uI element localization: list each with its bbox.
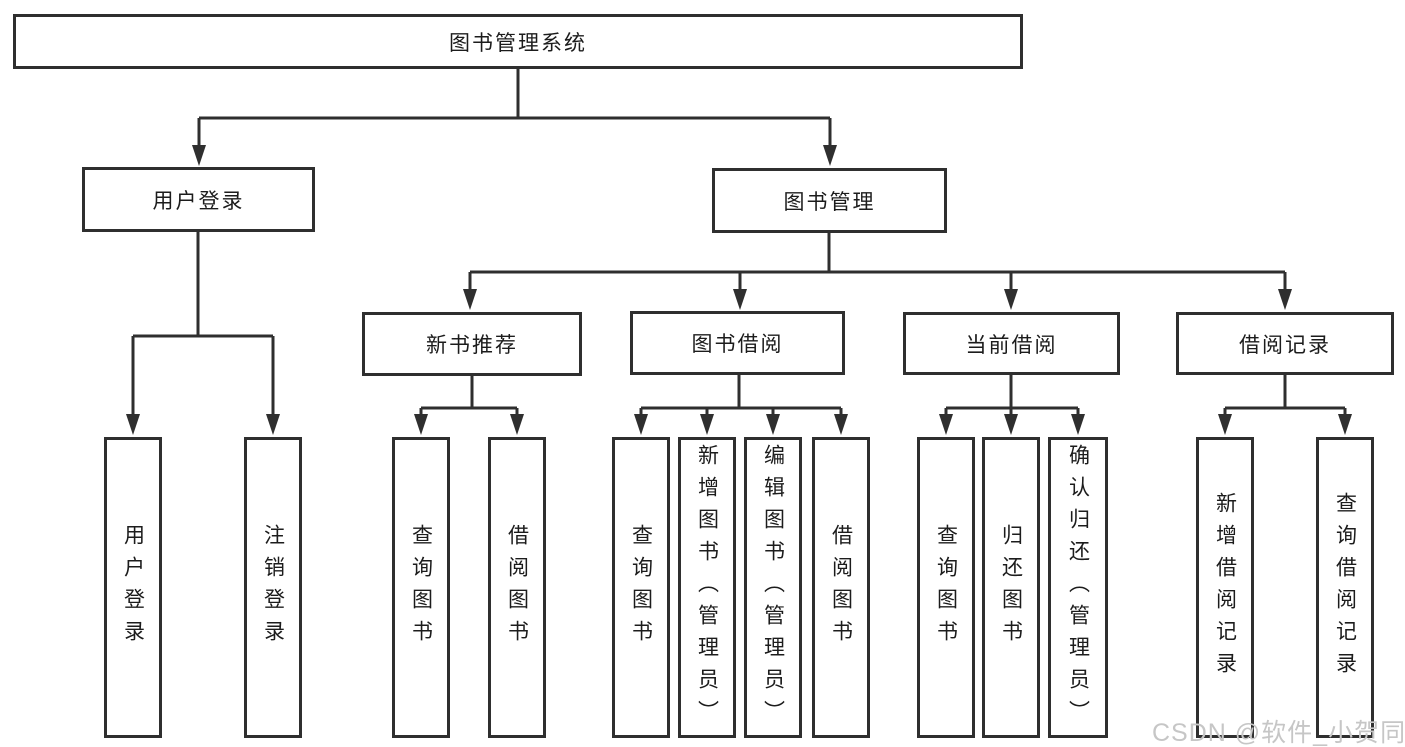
- node-book-management-label: 图书管理: [783, 190, 876, 214]
- leaf-confirm-return-admin-label: 确认归还（管理员）: [1066, 443, 1090, 732]
- leaf-return-books: 归还图书: [982, 437, 1040, 738]
- leaf-add-borrow-record: 新增借阅记录: [1196, 437, 1254, 738]
- node-borrow-records: 借阅记录: [1176, 312, 1394, 375]
- leaf-query-books-2-label: 查询图书: [629, 523, 653, 652]
- node-new-book-recommend: 新书推荐: [362, 312, 582, 376]
- leaf-add-borrow-record-label: 新增借阅记录: [1213, 491, 1237, 684]
- node-current-borrow-label: 当前借阅: [965, 333, 1058, 357]
- leaf-edit-books-admin: 编辑图书（管理员）: [744, 437, 802, 738]
- node-book-management: 图书管理: [712, 168, 947, 233]
- leaf-add-books-admin-label: 新增图书（管理员）: [695, 443, 719, 732]
- leaf-confirm-return-admin: 确认归还（管理员）: [1048, 437, 1108, 738]
- node-book-borrow-label: 图书借阅: [691, 333, 784, 356]
- csdn-watermark: CSDN @软件_小贺同学: [1152, 719, 1405, 747]
- leaf-query-books-2: 查询图书: [612, 437, 670, 738]
- leaf-add-books-admin: 新增图书（管理员）: [678, 437, 736, 738]
- leaf-query-books-3: 查询图书: [917, 437, 975, 738]
- node-borrow-records-label: 借阅记录: [1239, 333, 1331, 357]
- node-book-borrow: 图书借阅: [630, 311, 845, 375]
- tree-connector-book-borrow: [639, 375, 843, 417]
- tree-connector-borrow-records: [1223, 375, 1347, 417]
- leaf-query-borrow-record-label: 查询借阅记录: [1333, 491, 1357, 684]
- leaf-user-login-label: 用户登录: [121, 523, 145, 652]
- leaf-query-books-1: 查询图书: [392, 437, 450, 738]
- leaf-logout-label: 注销登录: [261, 523, 285, 652]
- leaf-borrow-books-2: 借阅图书: [812, 437, 870, 738]
- tree-connector-user-login: [131, 232, 275, 417]
- node-root-label: 图书管理系统: [449, 31, 587, 55]
- leaf-query-books-3-label: 查询图书: [934, 523, 958, 652]
- node-new-book-recommend-label: 新书推荐: [426, 334, 518, 357]
- leaf-borrow-books-1: 借阅图书: [488, 437, 546, 738]
- leaf-query-borrow-record: 查询借阅记录: [1316, 437, 1374, 738]
- node-user-login-label: 用户登录: [152, 189, 245, 213]
- node-user-login: 用户登录: [82, 167, 315, 232]
- leaf-return-books-label: 归还图书: [999, 523, 1023, 652]
- tree-connector-current-borrow: [944, 375, 1080, 417]
- tree-connector-new-books: [419, 376, 519, 417]
- node-current-borrow: 当前借阅: [903, 312, 1120, 375]
- leaf-user-login: 用户登录: [104, 437, 162, 738]
- leaf-borrow-books-1-label: 借阅图书: [505, 523, 529, 652]
- leaf-query-books-1-label: 查询图书: [409, 523, 433, 652]
- node-root-library-system: 图书管理系统: [13, 14, 1023, 69]
- leaf-borrow-books-2-label: 借阅图书: [829, 523, 853, 652]
- leaf-edit-books-admin-label: 编辑图书（管理员）: [761, 443, 785, 732]
- tree-connector-book-mgmt: [468, 233, 1287, 292]
- tree-connector-root: [197, 69, 832, 148]
- leaf-logout: 注销登录: [244, 437, 302, 738]
